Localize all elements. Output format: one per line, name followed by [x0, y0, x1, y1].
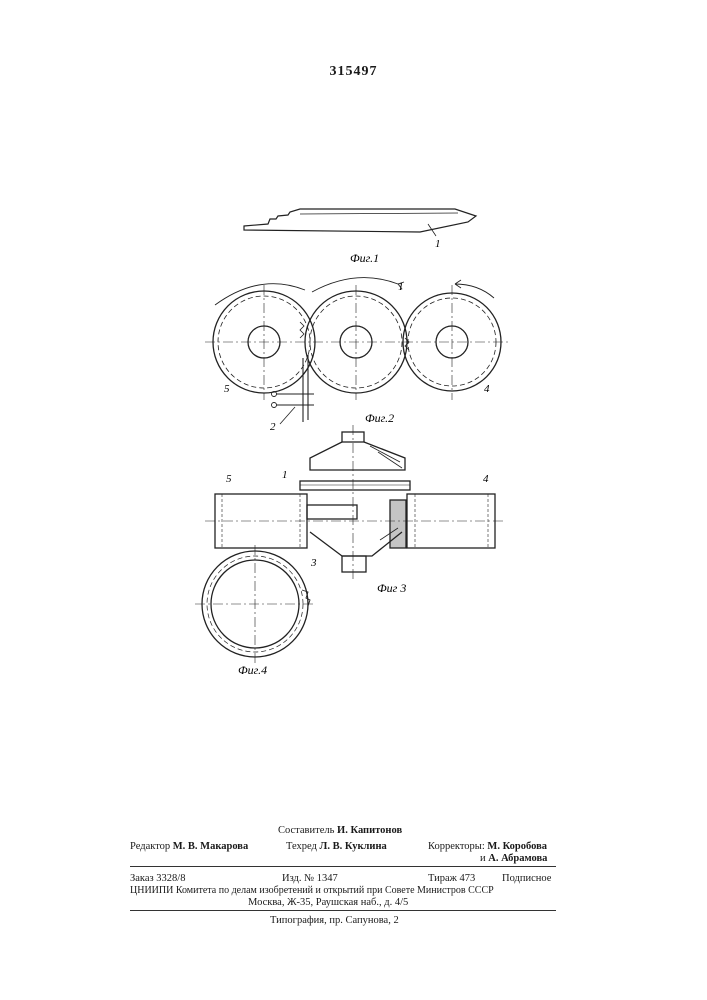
fig3-label-4: 4 [483, 473, 489, 485]
fig1-label-1: 1 [435, 238, 441, 250]
corrector1-name: М. Коробова [487, 841, 547, 852]
corrector-conj: и [480, 853, 486, 864]
figure-4-ring [195, 545, 316, 663]
fig2-label-4: 4 [484, 383, 490, 395]
corrector2-line: и А. Абрамова [480, 852, 547, 865]
fig3-label-3: 3 [310, 557, 317, 569]
figure-3-section [205, 425, 505, 580]
techred-line: Техред Л. В. Куклина [286, 840, 387, 853]
editor-label: Редактор [130, 841, 170, 852]
footer-rule-top [130, 866, 556, 867]
fig2-label-1: 1 [398, 281, 404, 293]
fig2-caption: Фиг.2 [365, 411, 394, 425]
compiler-line: Составитель И. Капитонов [278, 824, 402, 837]
printer-line: Типография, пр. Сапунова, 2 [270, 914, 399, 927]
compiler-name: И. Капитонов [337, 825, 402, 836]
fig2-label-2: 2 [270, 421, 276, 433]
editor-line: Редактор М. В. Макарова [130, 840, 248, 853]
address-line: Москва, Ж-35, Раушская наб., д. 4/5 [248, 896, 408, 909]
figure-2-rollers [205, 278, 510, 424]
footer-rule-bottom [130, 910, 556, 911]
fig3-label-1: 1 [282, 469, 288, 481]
correctors-label: Корректоры: [428, 841, 485, 852]
corrector2-name: А. Абрамова [488, 853, 547, 864]
fig2-label-5: 5 [224, 383, 230, 395]
compiler-label: Составитель [278, 825, 334, 836]
techred-label: Техред [286, 841, 317, 852]
techred-name: Л. В. Куклина [320, 841, 387, 852]
editor-name: М. В. Макарова [173, 841, 248, 852]
fig4-caption: Фиг.4 [238, 663, 267, 677]
fig3-caption: Фиг 3 [377, 581, 406, 595]
fig3-label-5: 5 [226, 473, 232, 485]
fig1-caption: Фиг.1 [350, 251, 379, 265]
figure-1-blade [244, 209, 476, 236]
